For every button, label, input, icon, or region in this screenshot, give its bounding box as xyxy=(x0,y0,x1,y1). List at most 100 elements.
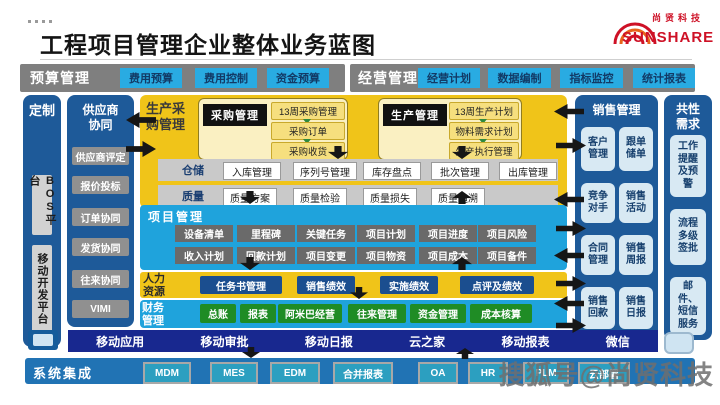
operation-item: 指标监控 xyxy=(560,68,623,88)
sales-panel-label: 销售管理 xyxy=(592,103,641,117)
page-title: 工程项目管理企业整体业务蓝图 xyxy=(40,32,376,58)
warehouse-item: 出库管理 xyxy=(499,162,557,180)
manufacture-header: 生产管理 xyxy=(383,104,447,126)
budget-item: 费用控制 xyxy=(195,68,257,88)
project-item: 项目风险 xyxy=(478,225,536,242)
warehouse-label: 仓储 xyxy=(182,165,204,177)
sales-panel: 销售管理 客户管理 跟单储单 竞争对手 销售活动 合同管理 销售周报 销售回款 … xyxy=(575,95,658,340)
integration-item: HR xyxy=(468,362,508,384)
mobile-item: 云之家 xyxy=(409,334,446,349)
integration-item: 云部署 xyxy=(578,362,630,384)
flow-down-icon xyxy=(479,139,487,144)
project-item: 收入计划 xyxy=(175,247,233,264)
finance-item: 往来管理 xyxy=(348,304,406,323)
production-zone-label: 生产采购管理 xyxy=(146,101,186,132)
flow-down-icon xyxy=(303,139,311,144)
finance-label: 财务管理 xyxy=(142,302,164,327)
integration-item: OA xyxy=(418,362,458,384)
arrow-up-icon xyxy=(456,348,474,359)
sales-item: 销售日报 xyxy=(619,287,653,329)
project-item: 设备清单 xyxy=(175,225,233,242)
operation-bar: 经营管理 经营计划 数据编制 指标监控 统计报表 xyxy=(350,64,695,92)
quality-item: 质量检验 xyxy=(293,188,347,206)
purchase-item: 采购收货 xyxy=(271,142,345,160)
finance-item: 报表 xyxy=(240,304,276,323)
logo-arcs-icon xyxy=(613,22,657,45)
warehouse-item: 库存盘点 xyxy=(363,162,421,180)
manufacture-item: 13周生产计划 xyxy=(449,102,519,120)
integration-item: MES xyxy=(210,362,258,384)
supplier-item: 报价投标 xyxy=(72,176,129,194)
mobile-item: 微信 xyxy=(605,334,630,349)
manufacture-item: 物料需求计划 xyxy=(449,122,519,140)
finance-item: 成本核算 xyxy=(470,304,532,323)
supplier-item: 供应商评定 xyxy=(72,147,129,165)
watermark: 搜狐号@尚贤科技 xyxy=(498,360,714,390)
supplier-panel: 供应商协同 供应商评定 报价投标 订单协同 发货协同 往来协同 VIMI xyxy=(67,95,134,327)
supplier-item: 往来协同 xyxy=(72,270,129,288)
hr-item: 销售绩效 xyxy=(297,276,355,294)
operation-item: 统计报表 xyxy=(633,68,695,88)
sales-item: 销售周报 xyxy=(619,235,653,275)
purchase-item: 采购订单 xyxy=(271,122,345,140)
sales-item: 客户管理 xyxy=(581,127,615,171)
hr-item: 实施绩效 xyxy=(380,276,438,294)
corner-tile-icon xyxy=(28,330,58,350)
custom-panel-label: 定制 xyxy=(28,103,55,118)
common-panel: 共性需求 工作提醒及预警 流程多级签批 邮件、短信服务 xyxy=(664,95,712,340)
warehouse-item: 序列号管理 xyxy=(293,162,357,180)
finance-item: 资金管理 xyxy=(410,304,466,323)
quality-label: 质量 xyxy=(182,191,204,203)
production-zone: 生产采购管理 采购管理 13周采购管理 采购订单 采购收货 生产管理 13周生产… xyxy=(140,95,567,208)
project-item: 项目物资 xyxy=(357,247,415,264)
custom-item: BOS平台 xyxy=(28,175,56,235)
budget-bar-label: 预算管理 xyxy=(30,70,90,86)
hr-item: 任务书管理 xyxy=(200,276,282,294)
integration-item: PLM xyxy=(523,362,569,384)
integration-item: 合并报表 xyxy=(333,362,393,384)
purchase-group: 采购管理 13周采购管理 采购订单 采购收货 xyxy=(198,98,348,160)
project-panel: 项目管理 设备清单 里程碑 关键任务 项目计划 项目进度 项目风险 收入计划 回… xyxy=(140,205,567,270)
hr-label: 人力资源 xyxy=(143,273,165,298)
project-item: 项目成本 xyxy=(419,247,477,264)
hr-item: 点评及绩效 xyxy=(460,276,534,294)
supplier-item: 发货协同 xyxy=(72,238,129,256)
operation-item: 数据编制 xyxy=(488,68,551,88)
logo-english-text: SUNSHARE xyxy=(622,29,715,46)
sales-item: 跟单储单 xyxy=(619,127,653,171)
integration-item: EDM xyxy=(270,362,320,384)
divider xyxy=(40,59,692,60)
warehouse-band: 仓储 入库管理 序列号管理 库存盘点 批次管理 出库管理 xyxy=(158,159,558,181)
quality-band: 质量 质量方案 质量检验 质量损失 质量追溯 xyxy=(158,185,558,206)
finance-row: 财务管理 总账 报表 阿米巴经营 往来管理 资金管理 成本核算 xyxy=(140,300,567,328)
mobile-item: 移动日报 xyxy=(304,334,353,349)
sunshare-logo: 尚贤科技 SUNSHARE xyxy=(612,4,716,54)
common-item: 工作提醒及预警 xyxy=(670,135,706,197)
finance-item: 总账 xyxy=(200,304,236,323)
manufacture-group: 生产管理 13周生产计划 物料需求计划 生产执行管理 xyxy=(378,98,522,160)
purchase-header: 采购管理 xyxy=(203,104,267,126)
integration-bar: 系统集成 MDM MES EDM 合并报表 OA HR PLM 云部署 xyxy=(25,358,695,384)
warehouse-item: 入库管理 xyxy=(223,162,281,180)
project-item: 项目备件 xyxy=(478,247,536,264)
budget-item: 资金预算 xyxy=(267,68,329,88)
purchase-item: 13周采购管理 xyxy=(271,102,345,120)
logo-chinese-text: 尚贤科技 xyxy=(652,13,705,23)
decor-dots xyxy=(28,20,56,38)
corner-tile-icon xyxy=(664,332,694,354)
sales-item: 销售回款 xyxy=(581,287,615,329)
project-item: 关键任务 xyxy=(297,225,355,242)
project-item: 回款计划 xyxy=(237,247,295,264)
quality-item: 质量损失 xyxy=(363,188,417,206)
supplier-panel-label: 供应商协同 xyxy=(82,103,119,132)
flow-down-icon xyxy=(479,119,487,124)
flow-down-icon xyxy=(303,119,311,124)
project-item: 项目进度 xyxy=(419,225,477,242)
operation-bar-label: 经营管理 xyxy=(358,70,418,86)
sales-item: 竞争对手 xyxy=(581,183,615,223)
common-item: 邮件、短信服务 xyxy=(670,277,706,335)
supplier-item: VIMI xyxy=(72,300,129,318)
custom-item: 移动开发平台 xyxy=(32,245,52,333)
budget-bar: 预算管理 费用预算 费用控制 资金预算 xyxy=(20,64,345,92)
